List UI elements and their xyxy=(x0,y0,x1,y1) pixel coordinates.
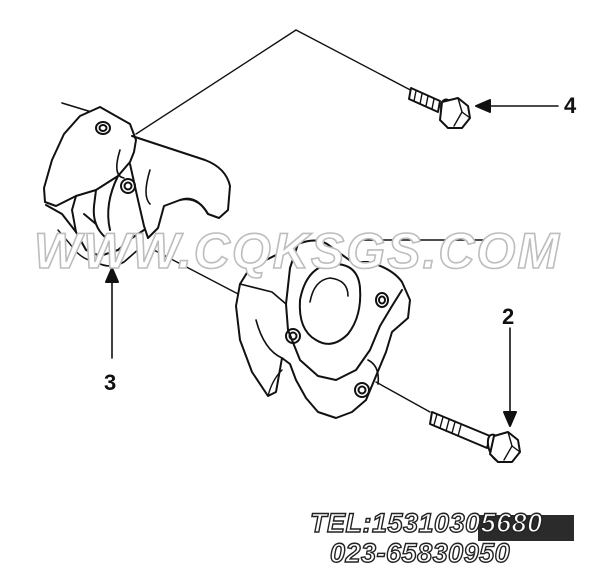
callout-2: 2 xyxy=(502,304,515,329)
callout-3: 3 xyxy=(104,370,117,395)
bolt-part-2 xyxy=(429,411,521,463)
callout-4: 4 xyxy=(564,93,577,118)
bolt-part-4 xyxy=(408,87,471,129)
upper-bracket-part xyxy=(43,102,231,267)
lower-bracket-part xyxy=(235,239,411,419)
website-watermark: WWW.CQKSGS.COM xyxy=(33,222,561,280)
contact-phone: 023-65830950 xyxy=(329,537,511,568)
part-number-stamp xyxy=(478,515,574,541)
contact-tel: TEL:15310305680 xyxy=(309,507,543,538)
